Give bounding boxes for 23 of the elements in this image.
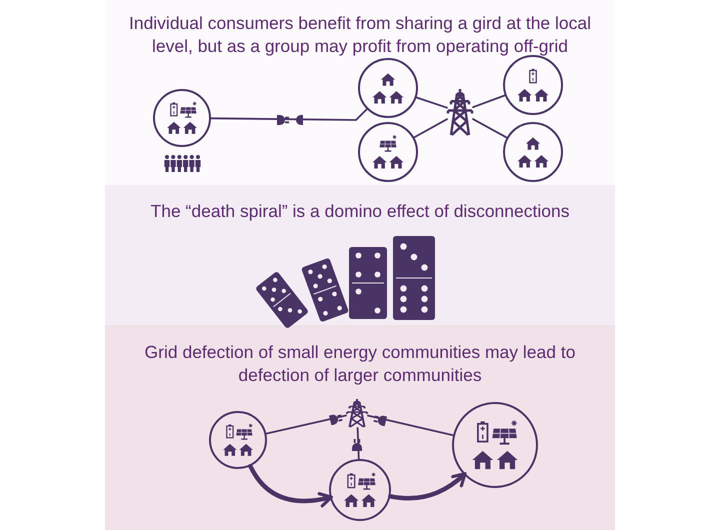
community-circle: [358, 58, 418, 118]
community-circle: [153, 89, 211, 147]
connector-line: [416, 96, 448, 109]
connector-line: [472, 94, 506, 108]
panel-band: [105, 325, 615, 530]
curved-arrow: [388, 472, 467, 500]
panel-heading: Grid defection of small energy communities may lead to defection of larger communities: [144, 341, 576, 387]
panel-band: [105, 0, 615, 185]
panel-heading: The “death spiral” is a domino effect of disconnections: [150, 200, 570, 223]
connector-line: [356, 427, 360, 460]
community-circle: [503, 122, 563, 182]
connector-line: [367, 414, 454, 436]
community-circle: [358, 122, 418, 182]
connector-line: [472, 118, 508, 138]
curved-arrow: [248, 464, 334, 508]
community-circle: [209, 411, 267, 469]
connector-line: [210, 108, 368, 121]
connector-line: [265, 414, 347, 434]
connector-line: [413, 118, 448, 138]
community-circle: [452, 402, 538, 488]
community-circle: [329, 459, 391, 521]
panel-heading: Individual consumers benefit from sharing a gird at the local level, but as a group may profit from operating off-grid: [128, 12, 592, 58]
community-circle: [503, 55, 563, 115]
